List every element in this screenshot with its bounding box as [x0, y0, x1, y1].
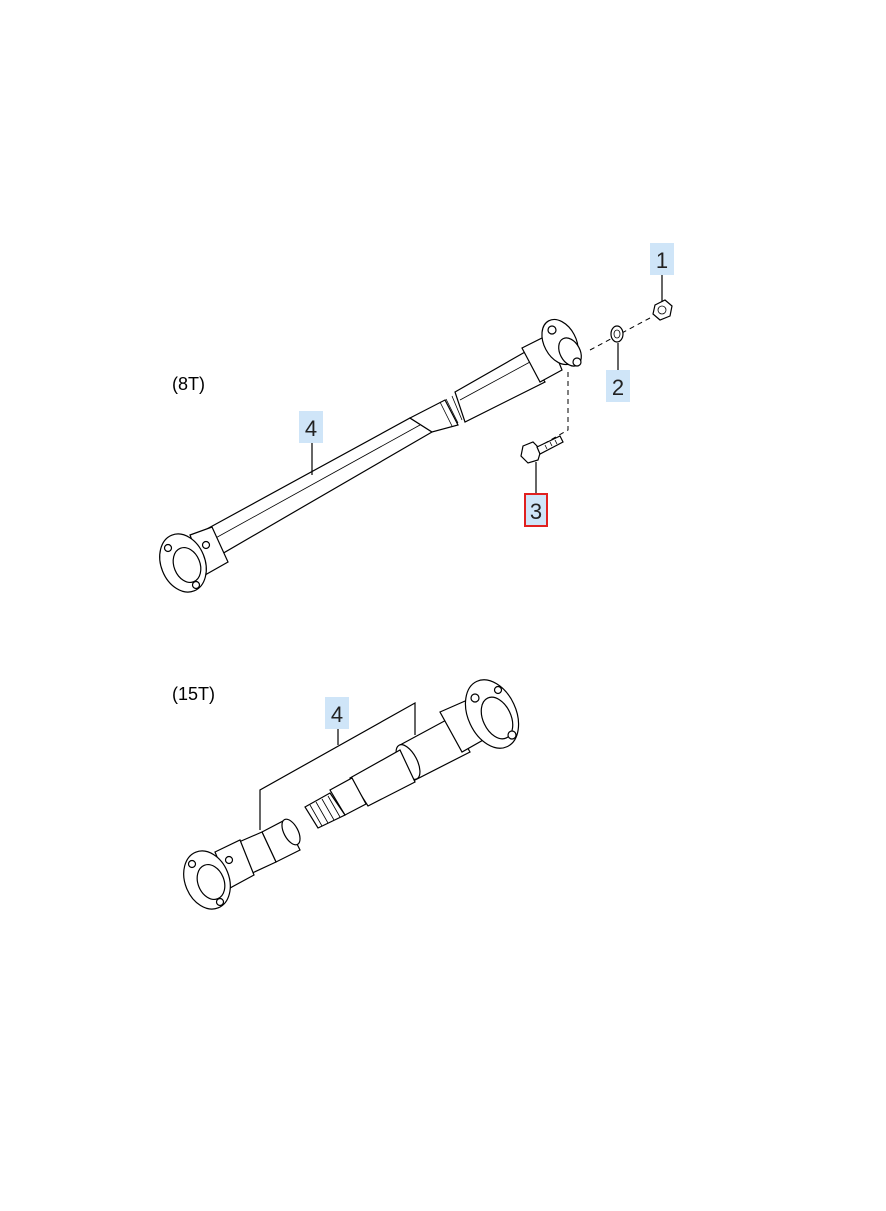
- callout-4-bottom[interactable]: 4: [325, 697, 349, 729]
- front-yoke-8t: [521, 318, 582, 383]
- assembly-dash-nut: [589, 317, 651, 351]
- svg-text:1: 1: [656, 248, 668, 273]
- bolt-part-3: [520, 435, 564, 464]
- variant-label-8t: (8T): [172, 374, 205, 394]
- rear-flange-8t: [159, 526, 229, 593]
- front-yoke-15t: [439, 679, 520, 753]
- callout-3-selected[interactable]: 3: [524, 493, 548, 527]
- spline-8t: [408, 395, 463, 433]
- front-tube-8t: [454, 351, 546, 423]
- callout-2[interactable]: 2: [606, 370, 630, 402]
- svg-text:4: 4: [305, 416, 317, 441]
- svg-text:4: 4: [331, 702, 343, 727]
- leader-bracket-4-bottom: [259, 701, 416, 830]
- shaft-assembly-8t: (8T): [159, 243, 674, 593]
- spline-shaft-15t: [304, 792, 346, 829]
- nut-part-1: [652, 299, 673, 321]
- rear-flange-15t: [183, 839, 255, 910]
- callout-1[interactable]: 1: [650, 243, 674, 275]
- svg-text:2: 2: [612, 375, 624, 400]
- washer-part-2: [610, 325, 624, 343]
- variant-label-15t: (15T): [172, 684, 215, 704]
- callout-4-top[interactable]: 4: [299, 411, 323, 443]
- svg-text:3: 3: [530, 499, 542, 524]
- shaft-assembly-15t: (15T): [172, 679, 520, 910]
- assembly-dash-bolt: [539, 372, 569, 447]
- mid-sleeve-15t: [329, 749, 416, 816]
